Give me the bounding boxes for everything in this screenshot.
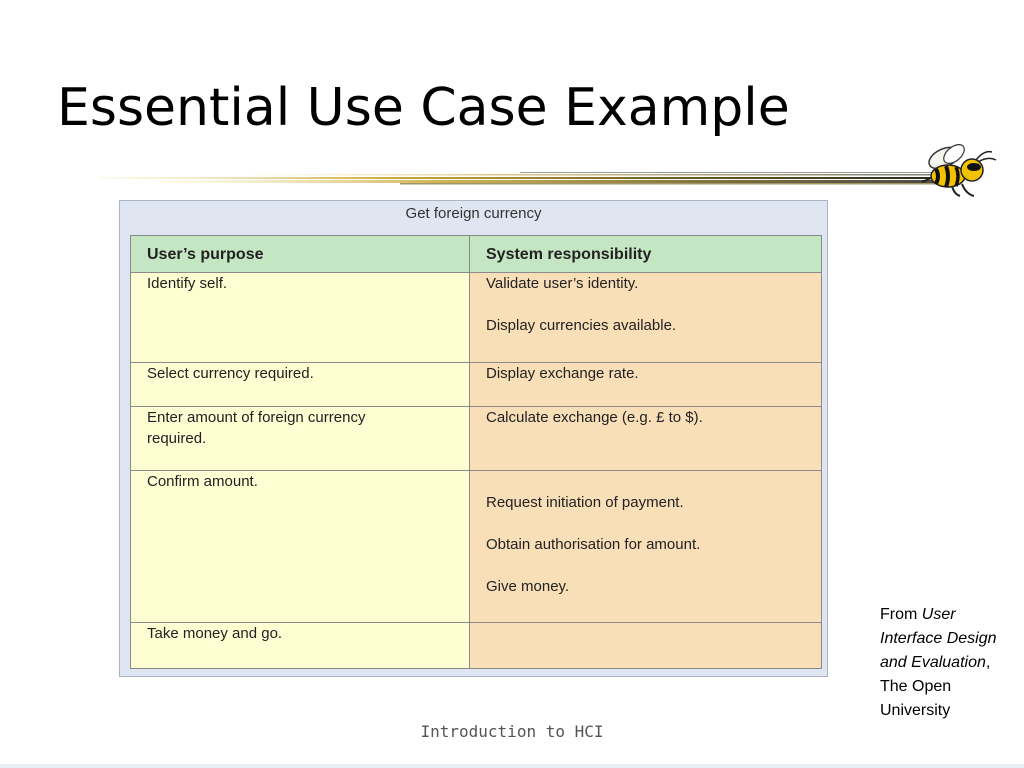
- users-purpose-cell: Select currency required.: [130, 362, 470, 407]
- users-purpose-cell: Identify self.: [130, 272, 470, 363]
- table-row: Enter amount of foreign currency require…: [130, 406, 822, 471]
- cell-text: Request initiation of payment.: [486, 494, 684, 511]
- users-purpose-cell: Enter amount of foreign currency require…: [130, 406, 470, 471]
- use-case-table: User’s purpose System responsibility Ide…: [130, 235, 822, 669]
- cell-text: Enter amount of foreign currency: [147, 409, 366, 426]
- users-purpose-cell: Confirm amount.: [130, 470, 470, 623]
- table-row: Identify self. Validate user’s identity.…: [130, 272, 822, 363]
- system-responsibility-cell: Validate user’s identity. Display curren…: [469, 272, 822, 363]
- cell-text: Validate user’s identity.: [486, 275, 639, 292]
- source-suffix: ,: [985, 654, 991, 671]
- users-purpose-cell: Take money and go.: [130, 622, 470, 669]
- cell-text: Confirm amount.: [147, 473, 258, 490]
- header-users-purpose: User’s purpose: [130, 235, 470, 273]
- source-book-title: User Interface Design and Evaluation: [880, 606, 997, 671]
- bottom-band-decoration: [0, 764, 1024, 768]
- cell-text: required.: [147, 430, 207, 447]
- cell-text: Display currencies available.: [486, 317, 677, 334]
- table-row: Select currency required. Display exchan…: [130, 362, 822, 407]
- system-responsibility-cell-empty: [469, 622, 822, 669]
- use-case-table-frame: Get foreign currency User’s purpose Syst…: [119, 200, 828, 677]
- cell-text: Select currency required.: [147, 365, 314, 382]
- slide-title: Essential Use Case Example: [57, 78, 790, 138]
- table-caption: Get foreign currency: [405, 205, 542, 222]
- cell-text: Identify self.: [147, 275, 228, 292]
- source-publisher: The Open University: [880, 678, 952, 719]
- cell-text: Display exchange rate.: [486, 365, 639, 382]
- cell-text: Take money and go.: [147, 625, 283, 642]
- system-responsibility-cell: Request initiation of payment. Obtain au…: [469, 470, 822, 623]
- system-responsibility-cell: Calculate exchange (e.g. £ to $).: [469, 406, 822, 471]
- title-underline-decoration: [100, 172, 940, 185]
- source-citation: From User Interface Design and Evaluatio…: [880, 603, 1010, 723]
- table-row: Take money and go.: [130, 622, 822, 669]
- source-prefix: From: [880, 606, 922, 623]
- slide-footer: Introduction to HCI: [0, 722, 1024, 741]
- system-responsibility-cell: Display exchange rate.: [469, 362, 822, 407]
- cell-text: Give money.: [486, 578, 570, 595]
- footer-text: Introduction to HCI: [420, 722, 604, 741]
- table-row: Confirm amount. Request initiation of pa…: [130, 470, 822, 623]
- table-header-row: User’s purpose System responsibility: [130, 235, 822, 273]
- header-system-responsibility: System responsibility: [469, 235, 822, 273]
- yellow-jacket-bee-icon: [921, 144, 997, 197]
- cell-text: Calculate exchange (e.g. £ to $).: [486, 409, 703, 426]
- cell-text: Obtain authorisation for amount.: [486, 536, 701, 553]
